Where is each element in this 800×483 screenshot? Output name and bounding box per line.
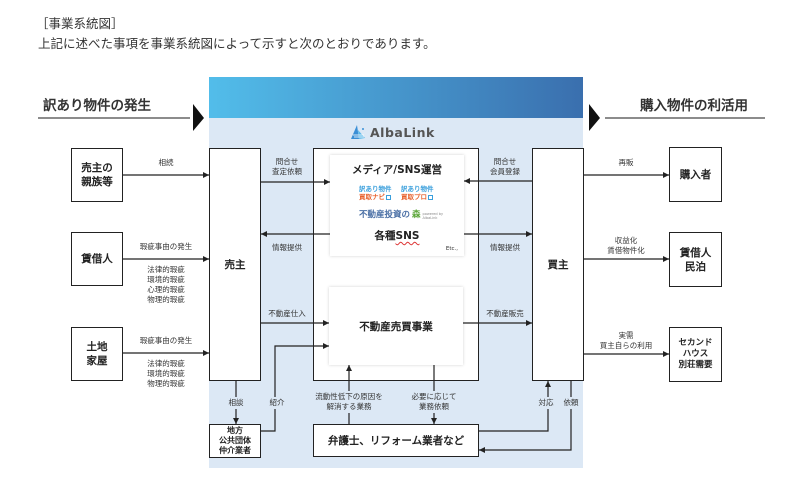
media-card-title: メディア/SNS運営 — [351, 164, 442, 176]
logo-kaitori-pro: 訳あり物件 買取プロ — [401, 185, 434, 201]
label-liquidity-work: 流動性低下の原因を 解消する業務 — [314, 391, 384, 413]
etc-label: Etc., — [445, 246, 458, 252]
label-request: 依頼 — [562, 397, 580, 409]
source-box-land-house: 土地 家屋 — [71, 327, 123, 381]
label-consult: 相談 — [227, 397, 245, 409]
label-seller-inquiry: 問合せ 査定依頼 — [272, 157, 302, 176]
label-inheritance: 相続 — [158, 158, 174, 167]
local-government-broker-box: 地方 公共団体 仲介業者 — [209, 424, 261, 458]
source-box-tenant: 賃借人 — [71, 232, 123, 286]
label-respond: 対応 — [537, 397, 555, 409]
label-actual-demand: 実需 買主自らの利用 — [599, 331, 653, 350]
right-section-header: 購入物件の利活用 — [640, 98, 748, 114]
label-info-to-seller: 情報提供 — [272, 243, 302, 252]
label-monetize: 収益化 賃借物件化 — [607, 236, 645, 255]
label-info-to-buyer: 情報提供 — [490, 243, 520, 252]
left-flow-chevron-icon — [193, 104, 204, 131]
document-heading: ［事業系統図］ — [36, 16, 124, 31]
partners-box: 弁護士、リフォーム業者など — [313, 424, 479, 457]
company-logo: AlbaLink — [350, 124, 435, 140]
real-estate-trading-card: 不動産売買事業 — [329, 287, 463, 365]
company-name: AlbaLink — [370, 124, 435, 140]
arrow-introduce — [261, 343, 329, 432]
left-section-header: 訳あり物件の発生 — [43, 98, 151, 114]
various-sns-label: 各種SNS — [374, 230, 420, 242]
dest-box-second-house: セカンド ハウス 別荘需要 — [669, 327, 722, 382]
label-defect-tenant: 瑕疵事由の発生 — [139, 242, 193, 251]
dest-box-purchaser: 購入者 — [669, 147, 722, 202]
buyer-box: 買主 — [532, 148, 584, 381]
label-sale: 不動産販売 — [486, 309, 524, 318]
logo-kaitori-navi: 訳あり物件 買取ナビ — [359, 185, 392, 201]
label-buyer-inquiry: 問合せ 会員登録 — [490, 157, 520, 176]
albalink-sail-icon — [351, 125, 365, 139]
label-work-request: 必要に応じて 業務依頼 — [410, 391, 458, 413]
seller-box: 売主 — [209, 148, 261, 381]
label-defect-land: 瑕疵事由の発生 — [139, 336, 193, 345]
document-intro: 上記に述べた事項を事業系統図によって示すと次のとおりであります。 — [38, 36, 436, 51]
label-defect-land-details: 法律的瑕疵 環境的瑕疵 物理的瑕疵 — [147, 359, 185, 388]
right-flow-chevron-icon — [589, 104, 600, 131]
media-card: メディア/SNS運営 訳あり物件 買取ナビ 訳あり物件 買取プロ 不動産投資の森… — [330, 155, 464, 256]
source-box-relatives: 売主の 親族等 — [71, 148, 123, 202]
house-icon — [428, 194, 433, 200]
dest-box-tenant-minpaku: 賃借人 民泊 — [669, 232, 722, 287]
label-purchase: 不動産仕入 — [268, 309, 306, 318]
brand-gradient-bar — [209, 77, 583, 118]
trading-card-title: 不動産売買事業 — [359, 320, 433, 333]
arrow-request — [479, 381, 572, 453]
house-icon — [386, 194, 391, 200]
label-resale: 再販 — [618, 158, 634, 167]
label-defect-tenant-details: 法律的瑕疵 環境的瑕疵 心理的瑕疵 物理的瑕疵 — [147, 265, 185, 304]
label-introduce: 紹介 — [268, 397, 286, 409]
